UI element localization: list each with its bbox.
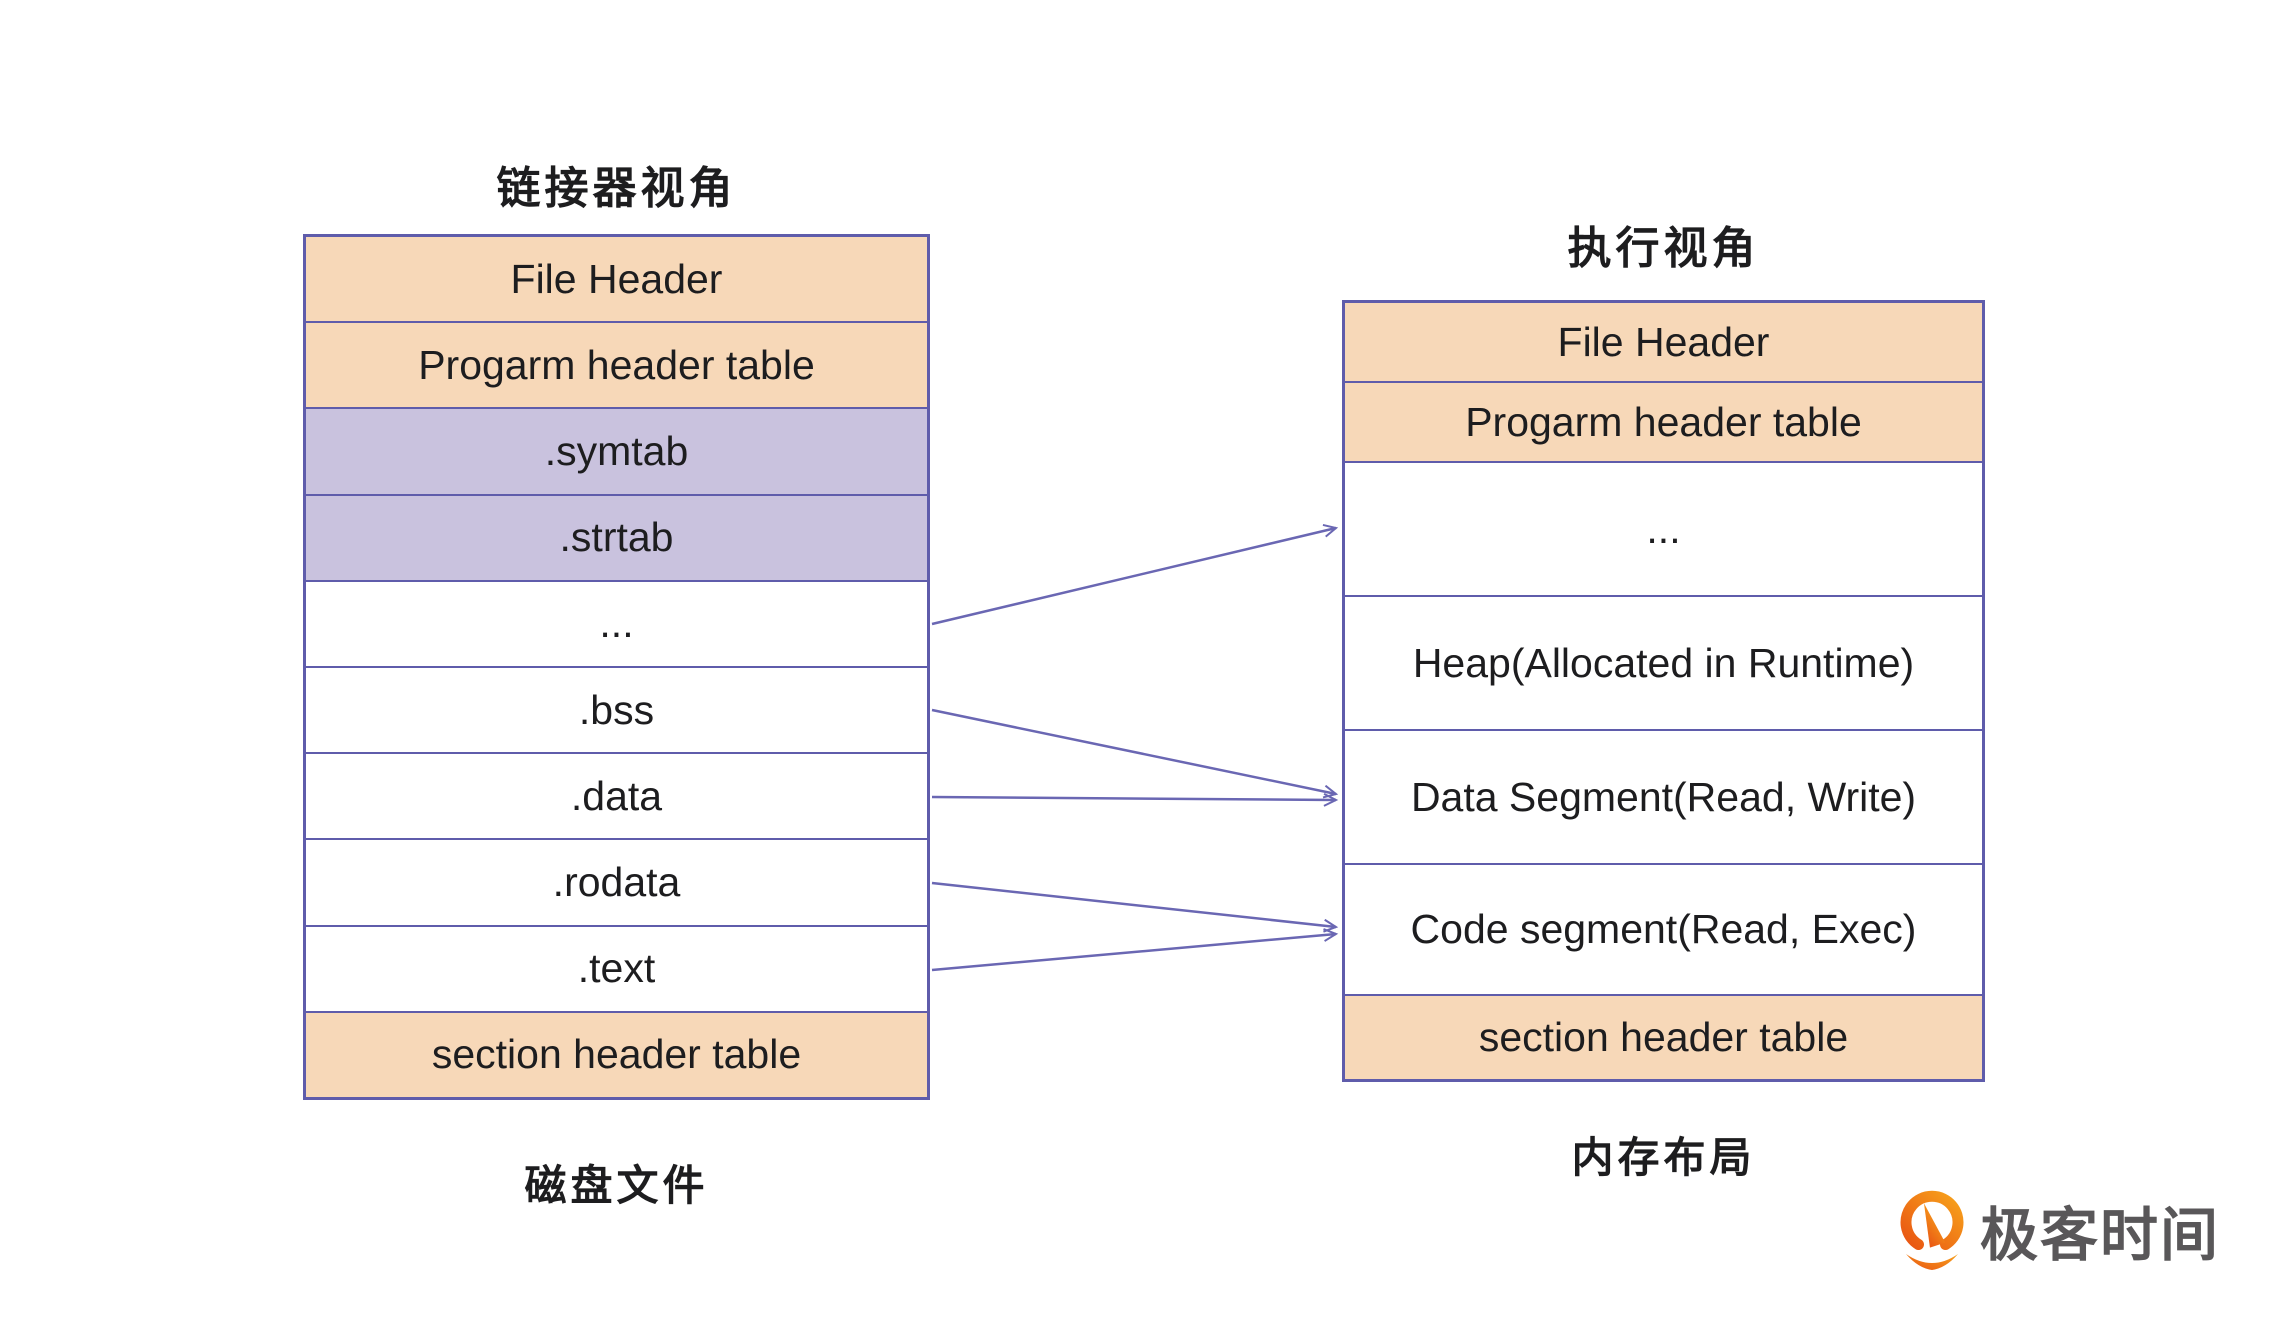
- disk-file-caption: 磁盘文件: [524, 1162, 709, 1209]
- geektime-logo-icon: [1900, 1190, 1964, 1270]
- row-label: Heap(Allocated in Runtime): [1412, 639, 1915, 686]
- row-label: Progarm header table: [418, 341, 815, 388]
- execution-view-table: File Header Progarm header table ... Hea…: [1342, 300, 1985, 1082]
- row-label: .symtab: [544, 428, 689, 474]
- table-row-strtab: .strtab: [306, 493, 927, 580]
- arrow-bss-to-data-segment: [931, 708, 1339, 799]
- table-row-symtab: .symtab: [306, 407, 927, 494]
- row-label: .bss: [578, 686, 655, 733]
- row-label: ...: [1646, 505, 1681, 552]
- table-row-program-header-table: Progarm header table: [1345, 381, 1982, 462]
- row-label: section header table: [431, 1031, 802, 1078]
- table-row-data: .data: [306, 752, 927, 839]
- table-row-ellipsis: ...: [1345, 461, 1982, 596]
- table-row-rodata: .rodata: [306, 838, 927, 925]
- row-label: .rodata: [552, 859, 681, 906]
- table-row-file-header: File Header: [1345, 303, 1982, 382]
- table-row-bss: .bss: [306, 666, 927, 753]
- row-label: .data: [570, 772, 663, 819]
- table-row-file-header: File Header: [306, 237, 927, 322]
- arrow-rodata-to-code-segment: [931, 881, 1339, 933]
- table-row-code-segment: Code segment(Read, Exec): [1345, 862, 1982, 994]
- arrow-ellipsis-to-ellipsis: [931, 523, 1339, 626]
- table-row-section-header-table: section header table: [1345, 993, 1982, 1079]
- row-label: Progarm header table: [1465, 398, 1862, 445]
- arrow-data-to-data-segment: [931, 793, 1339, 807]
- linker-view-title: 链接器视角: [496, 164, 737, 213]
- row-label: ...: [599, 600, 634, 647]
- geektime-brand: 极客时间: [1900, 1188, 2220, 1272]
- row-label: Data Segment(Read, Write): [1410, 773, 1917, 820]
- table-row-heap: Heap(Allocated in Runtime): [1345, 595, 1982, 730]
- table-row-ellipsis: ...: [306, 579, 927, 667]
- table-row-data-segment: Data Segment(Read, Write): [1345, 729, 1982, 863]
- row-label: .text: [577, 945, 656, 992]
- table-row-section-header-table: section header table: [306, 1010, 927, 1098]
- memory-layout-caption: 内存布局: [1571, 1134, 1756, 1181]
- table-row-text: .text: [306, 924, 927, 1011]
- row-label: section header table: [1478, 1013, 1849, 1060]
- row-label: .strtab: [559, 514, 674, 561]
- row-label: Code segment(Read, Exec): [1410, 905, 1917, 952]
- linker-view-table: File Header Progarm header table .symtab…: [303, 234, 930, 1100]
- brand-name: 极客时间: [1980, 1203, 2221, 1268]
- table-row-program-header-table: Progarm header table: [306, 321, 927, 408]
- row-label: File Header: [1557, 318, 1770, 365]
- arrow-text-to-code-segment: [931, 928, 1339, 972]
- execution-view-title: 执行视角: [1567, 224, 1760, 273]
- row-label: File Header: [510, 255, 723, 302]
